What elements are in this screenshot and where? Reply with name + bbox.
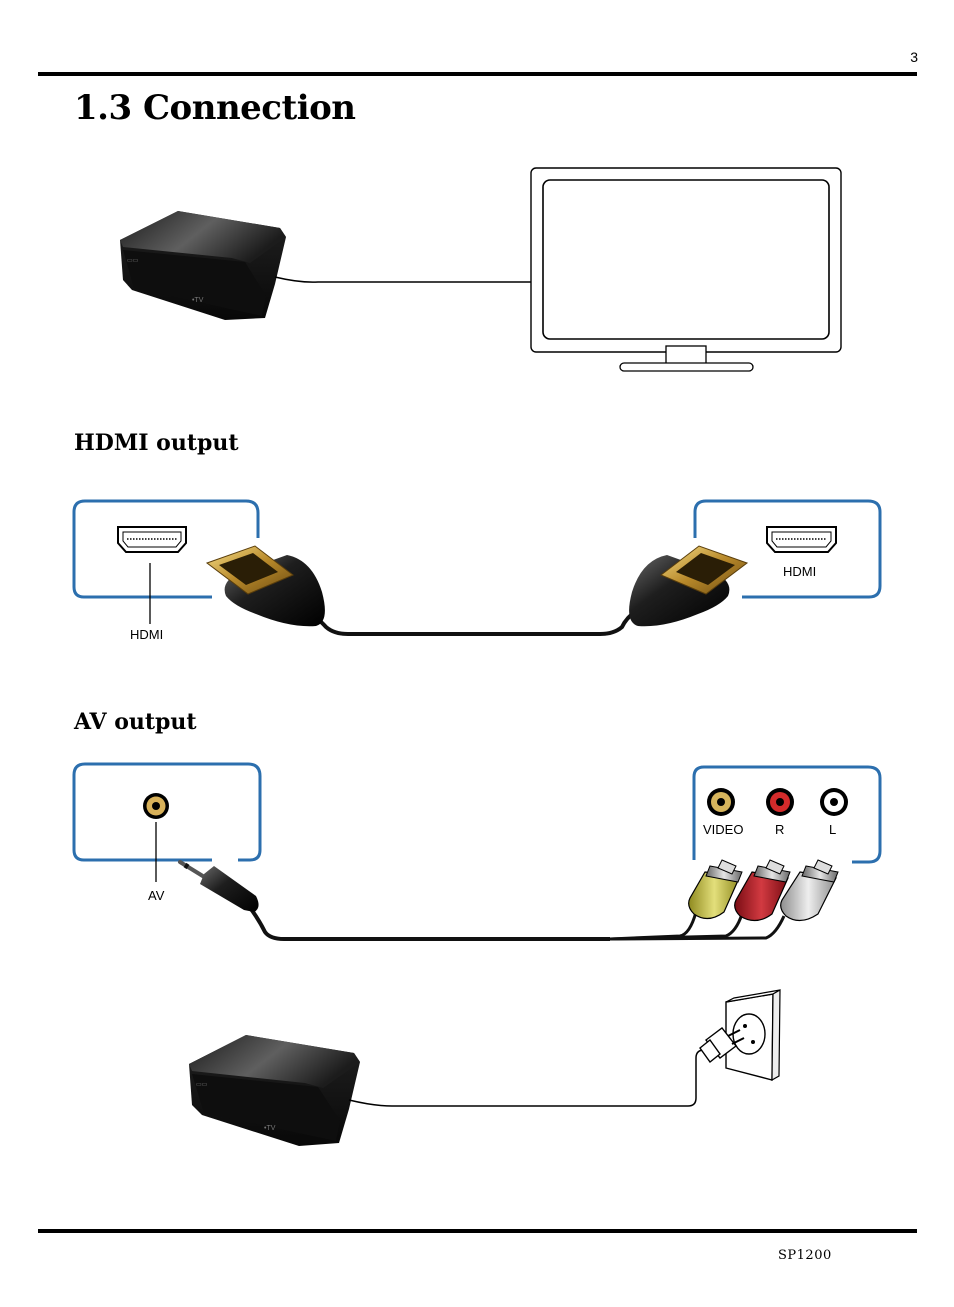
av-cable-video-lead	[609, 911, 698, 941]
white-rca-plug-icon	[780, 859, 839, 922]
power-cable	[348, 1049, 705, 1107]
audio-left-jack-label: L	[829, 822, 836, 837]
power-plug-icon	[699, 1027, 745, 1064]
player-brand-mark: ▭▭	[196, 1082, 208, 1088]
audio-left-jack-icon	[820, 788, 848, 816]
red-rca-plug-icon	[734, 859, 791, 922]
wall-outlet-icon	[725, 988, 781, 1082]
av-jack-icon	[143, 793, 169, 819]
tv-hdmi-port-icon	[766, 526, 837, 553]
tv-hdmi-panel	[693, 499, 882, 599]
player-brand-mark: ▭▭	[127, 258, 139, 264]
player-av-label: AV	[148, 888, 165, 903]
television-icon	[530, 167, 842, 372]
player-hdmi-panel	[72, 499, 260, 599]
av-minijack-plug-icon	[178, 860, 259, 912]
media-player-bottom: ▭▭ •TV	[189, 1035, 360, 1146]
page-number: 3	[910, 49, 918, 65]
player-tv-logo: •TV	[264, 1125, 276, 1132]
tv-av-panel	[692, 765, 882, 864]
video-jack-icon	[707, 788, 735, 816]
player-hdmi-label: HDMI	[130, 627, 163, 642]
audio-right-jack-icon	[766, 788, 794, 816]
av-cable	[246, 903, 610, 941]
header-rule	[38, 72, 917, 76]
hdmi-cable	[298, 603, 647, 636]
yellow-rca-plug-icon	[688, 859, 743, 920]
av-cable-to-tv	[274, 276, 531, 283]
av-cable-right-lead	[609, 913, 744, 941]
hdmi-plug-left-icon	[205, 545, 325, 627]
tv-hdmi-label: HDMI	[783, 564, 816, 579]
media-player-top: ▭▭ •TV	[120, 211, 286, 320]
player-tv-logo: •TV	[192, 297, 204, 304]
footer-model-number: SP1200	[778, 1248, 832, 1263]
av-output-heading: AV output	[74, 709, 197, 735]
footer-rule	[38, 1229, 917, 1233]
player-hdmi-port-icon	[117, 526, 187, 553]
section-title: 1.3 Connection	[74, 88, 356, 128]
av-cable-left-lead	[609, 915, 786, 941]
hdmi-plug-right-icon	[629, 545, 749, 627]
hdmi-output-heading: HDMI output	[74, 430, 239, 456]
audio-right-jack-label: R	[775, 822, 784, 837]
player-av-panel	[72, 762, 262, 862]
video-jack-label: VIDEO	[703, 822, 743, 837]
